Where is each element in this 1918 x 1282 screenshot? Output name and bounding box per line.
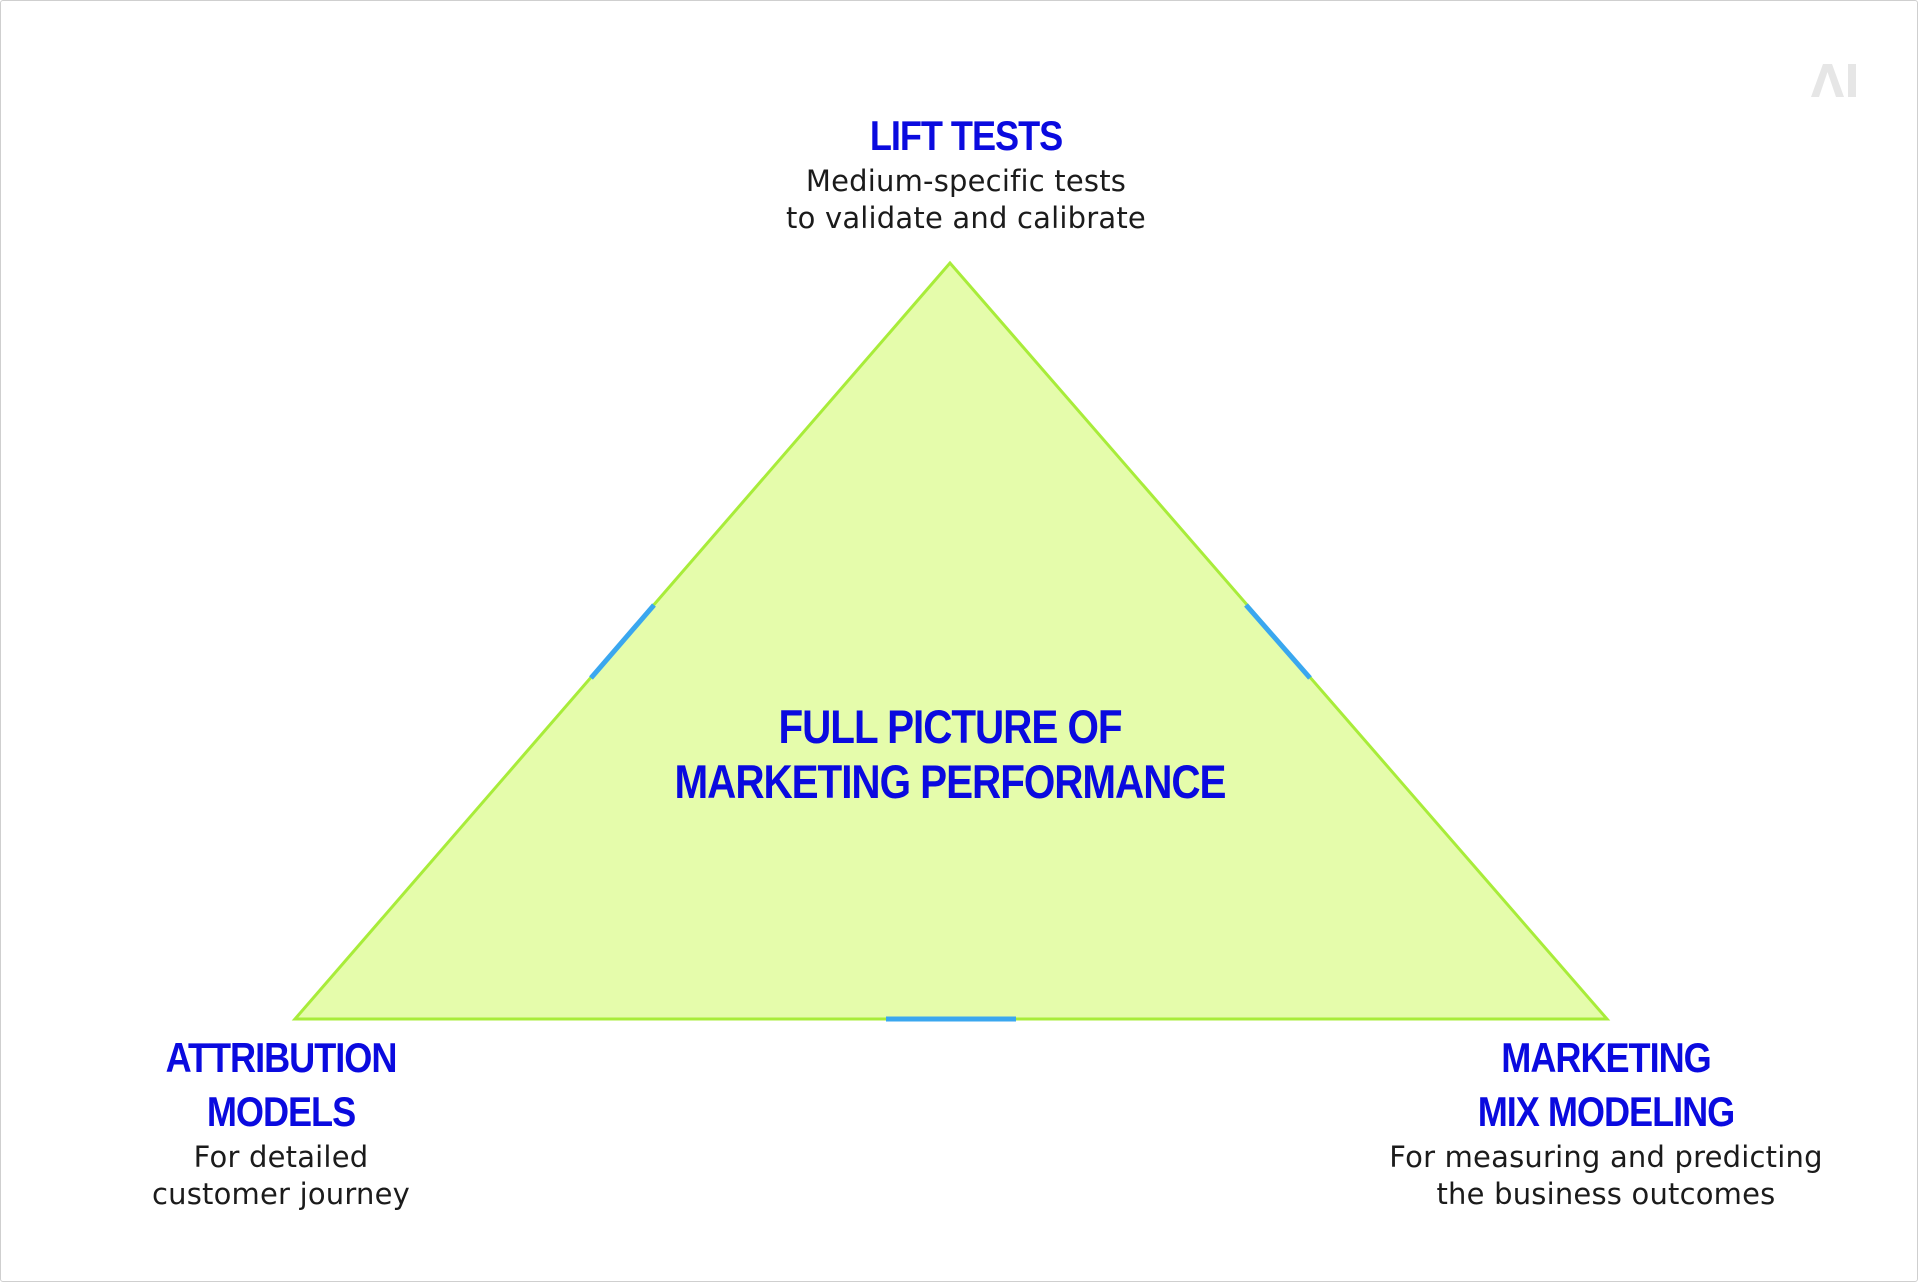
top-title: LIFT TESTS <box>869 112 1063 159</box>
left-label: ATTRIBUTION MODELS For detailed customer… <box>111 1031 451 1213</box>
triangle-shape <box>291 260 1611 1021</box>
top-desc-line1: Medium-specific tests <box>805 164 1127 198</box>
right-desc-line2: the business outcomes <box>1436 1177 1776 1211</box>
ai-logo-icon <box>1811 64 1856 97</box>
left-title-line1: ATTRIBUTION <box>165 1034 398 1081</box>
left-desc-line1: For detailed <box>193 1140 369 1174</box>
right-edge-accent <box>1244 603 1312 680</box>
top-label: LIFT TESTS Medium-specific tests to vali… <box>716 109 1216 237</box>
right-title-line1: MARKETING <box>1501 1034 1711 1081</box>
left-title-line2: MODELS <box>206 1088 356 1135</box>
center-title-line1: FULL PICTURE OF <box>778 700 1122 753</box>
top-desc-line2: to validate and calibrate <box>786 201 1146 235</box>
right-desc-line1: For measuring and predicting <box>1389 1140 1823 1174</box>
right-label: MARKETING MIX MODELING For measuring and… <box>1381 1031 1831 1213</box>
center-title-line2: MARKETING PERFORMANCE <box>674 755 1227 808</box>
right-title-line2: MIX MODELING <box>1477 1088 1736 1135</box>
left-edge-accent <box>589 603 656 680</box>
left-desc-line2: customer journey <box>152 1177 410 1211</box>
center-title: FULL PICTURE OF MARKETING PERFORMANCE <box>615 699 1286 809</box>
